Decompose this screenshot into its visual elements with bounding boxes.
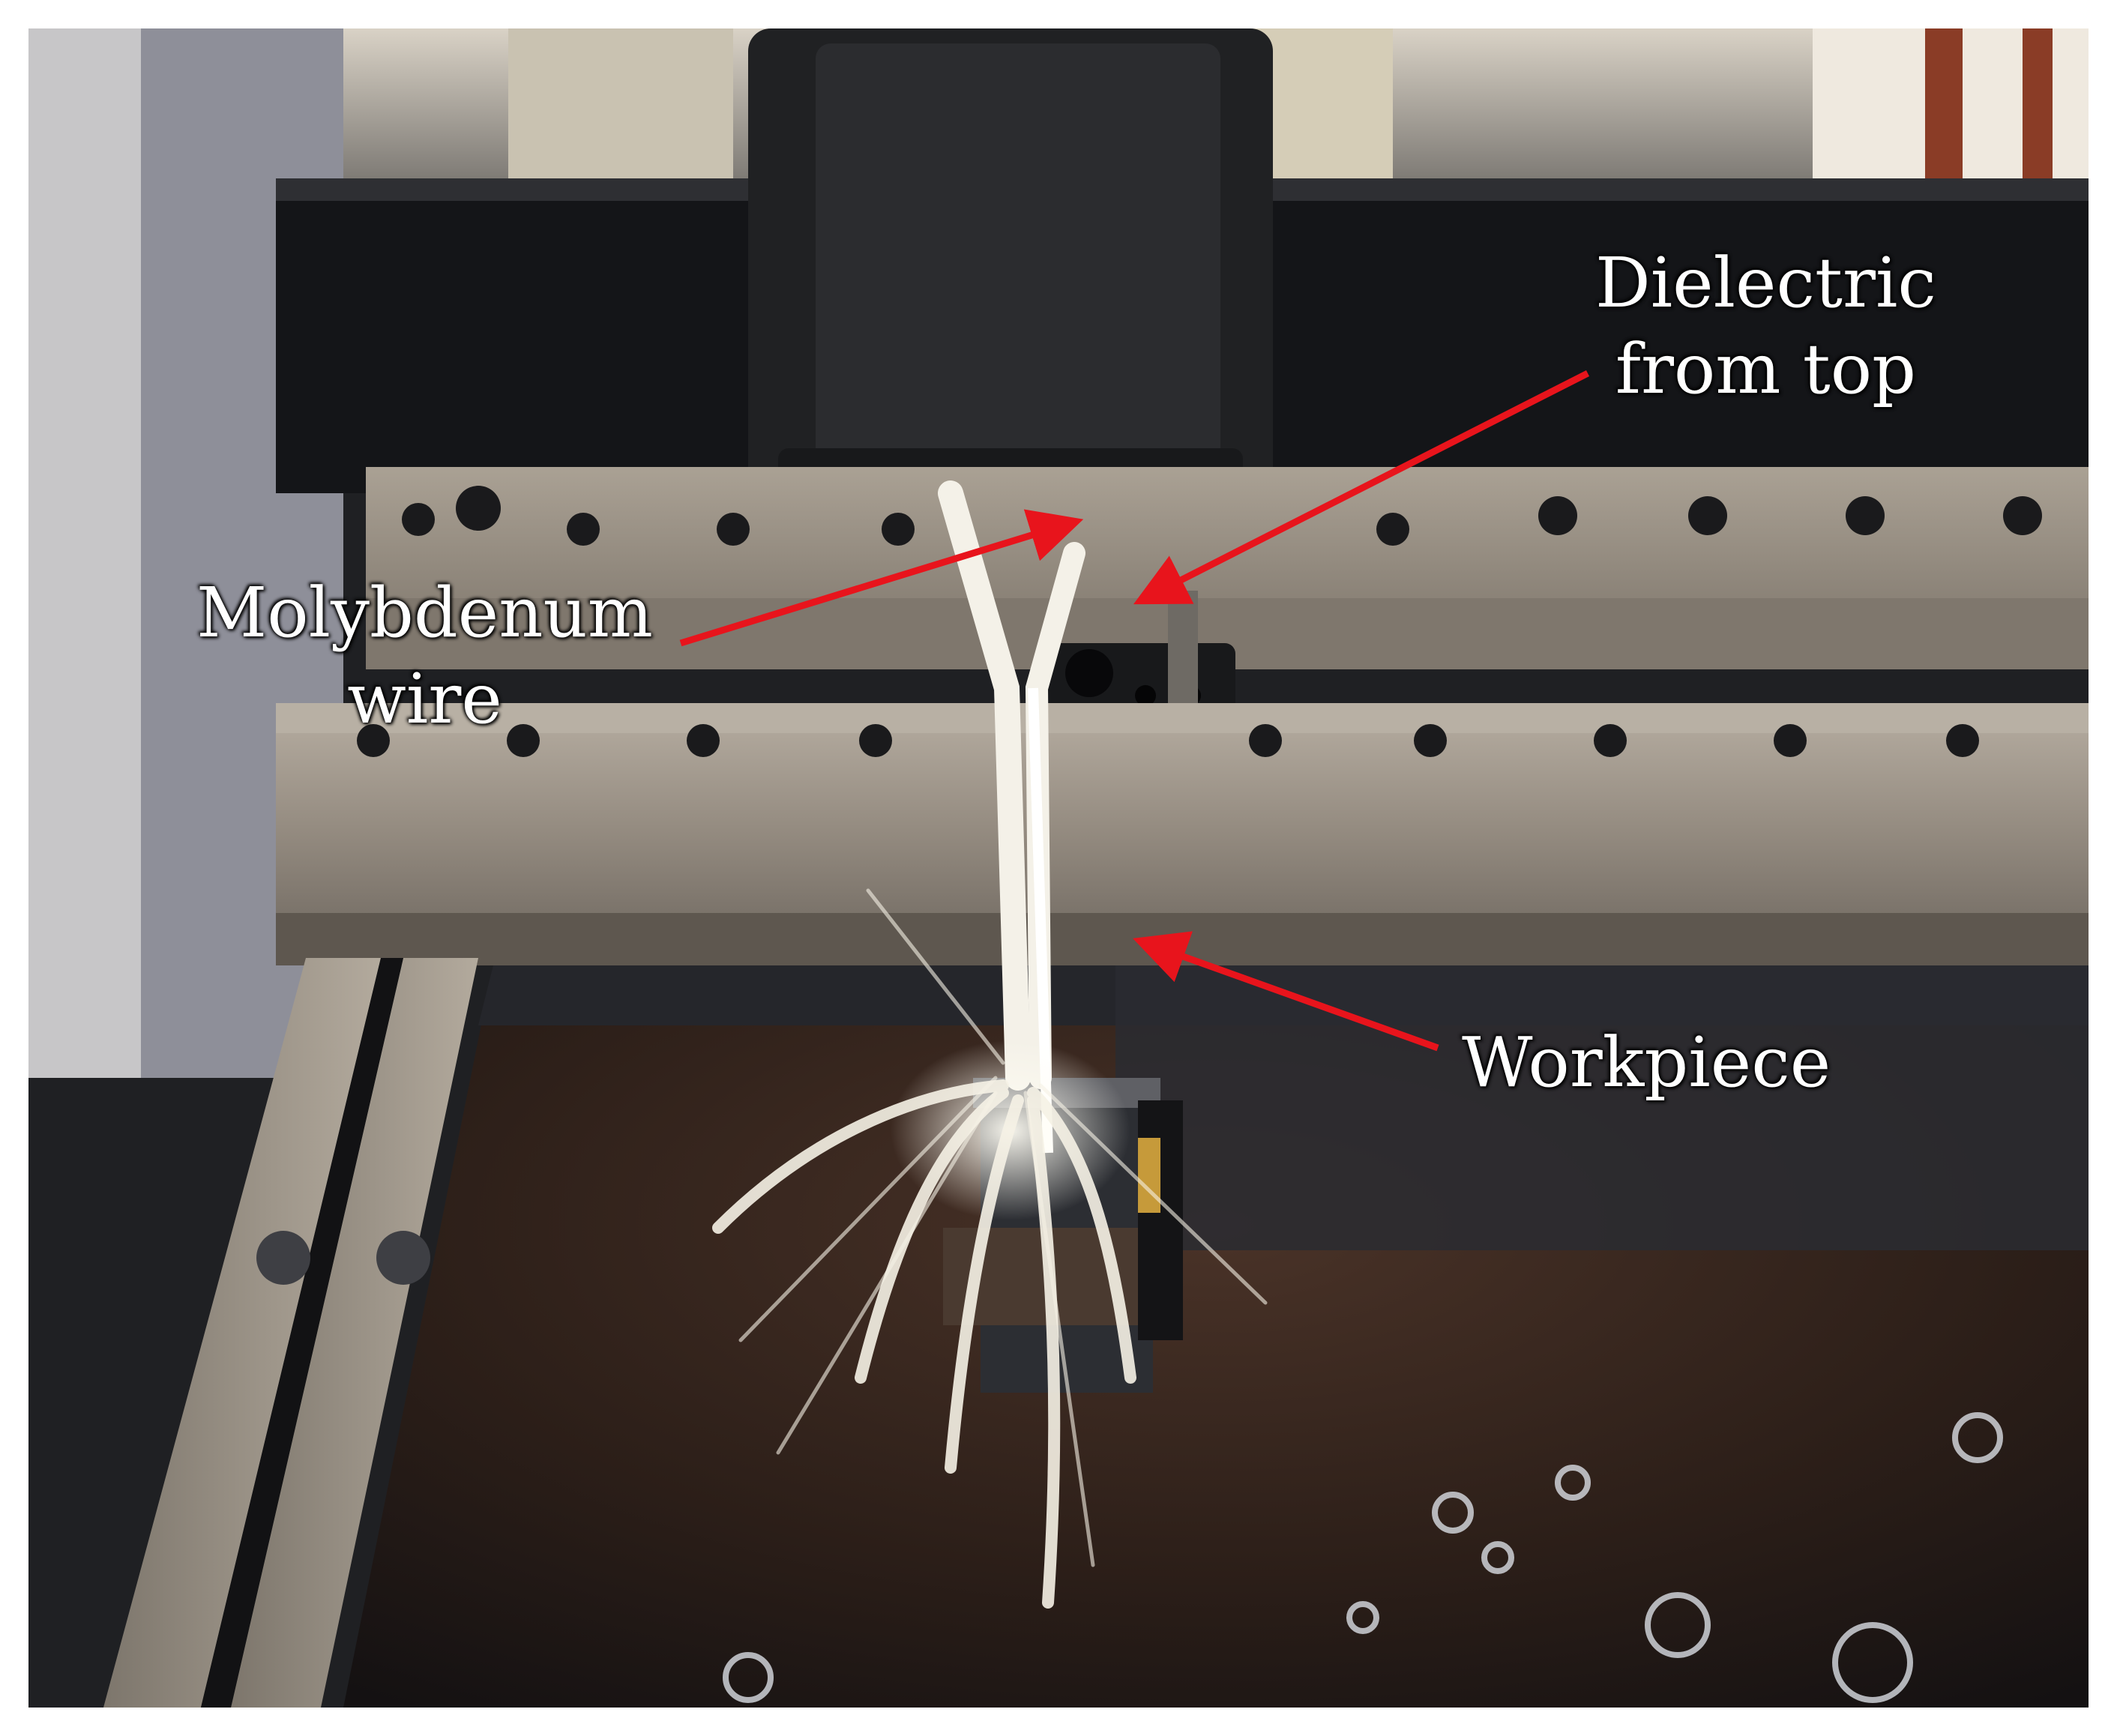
dielectric-label-line2: from top	[1615, 329, 1917, 409]
edm-machine-photo	[28, 28, 2089, 1708]
molybdenum-wire-label-line1: Molybdenum	[196, 573, 653, 653]
molybdenum-wire-label-line2: wire	[347, 659, 502, 739]
workpiece-label-text: Workpiece	[1462, 1022, 1831, 1103]
workpiece-label: Workpiece	[1462, 1019, 1831, 1106]
dielectric-label-line1: Dielectric	[1595, 243, 1936, 323]
dielectric-label: Dielectric from top	[1595, 240, 1936, 412]
molybdenum-wire-label: Molybdenum wire	[196, 570, 653, 742]
